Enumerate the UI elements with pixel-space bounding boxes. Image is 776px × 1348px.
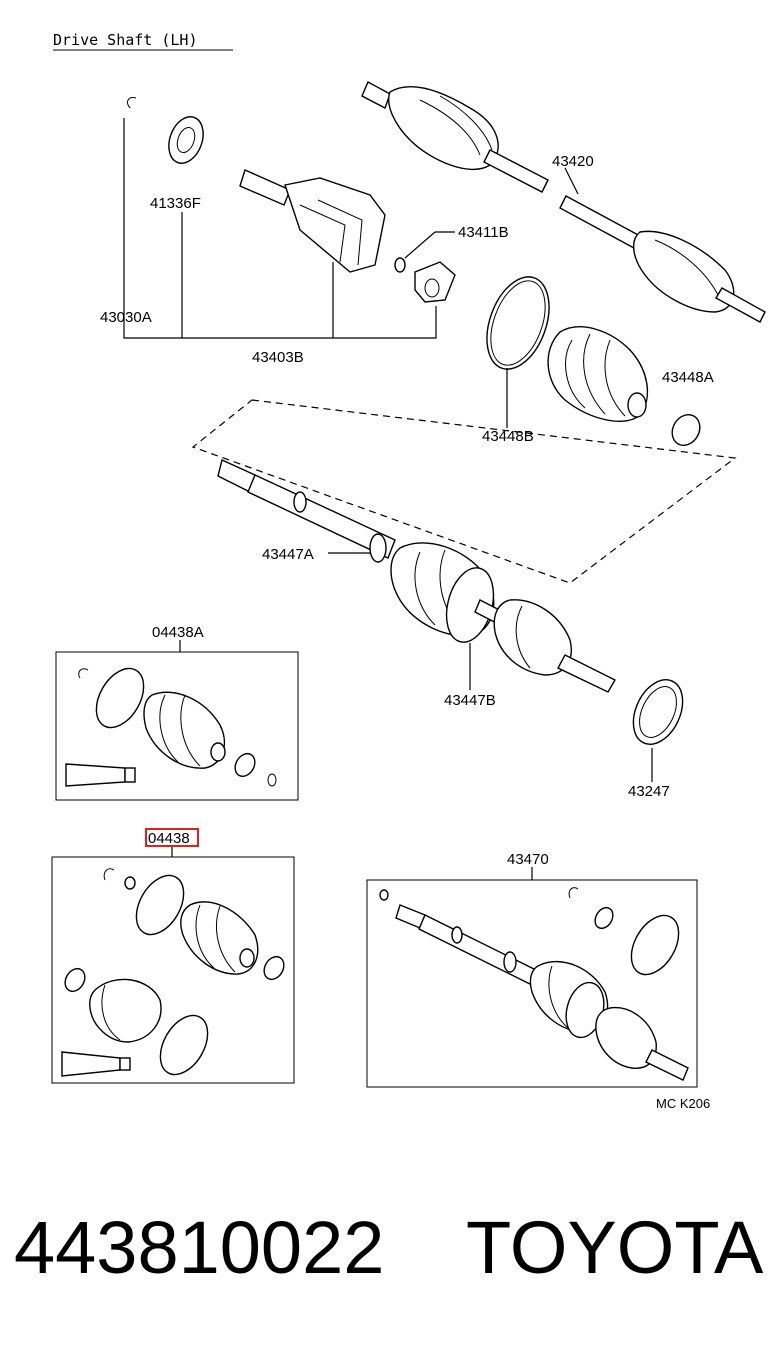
- clamp-43448A: [671, 413, 701, 447]
- diagram-title: Drive Shaft (LH): [53, 31, 198, 49]
- callout-43470: 43470: [507, 851, 549, 868]
- clamp-43448B: [486, 276, 550, 370]
- tripod-43411B: [394, 257, 456, 303]
- seal-43247: [632, 679, 684, 745]
- bracket-43403B: [123, 118, 437, 339]
- snap-ring: [127, 97, 137, 109]
- callout-43411B: 43411B: [458, 224, 509, 241]
- leader-43420: [564, 167, 579, 195]
- assembly-43470-parts: [379, 887, 689, 1081]
- callout-04438-highlight: [145, 828, 199, 847]
- callout-04438: 04438: [148, 830, 190, 847]
- callout-41336F: 41336F: [150, 195, 201, 212]
- callout-43447A: 43447A: [262, 546, 314, 563]
- callout-04438A: 04438A: [152, 624, 204, 641]
- callout-43420: 43420: [552, 153, 594, 170]
- inner-joint-43403B: [239, 169, 386, 273]
- callout-43447B: 43447B: [444, 692, 496, 709]
- kit-04438A-box: [55, 651, 299, 801]
- seal-41336F: [168, 116, 204, 164]
- upper-drive-shaft: [361, 81, 766, 323]
- lower-drive-shaft: [217, 459, 616, 693]
- callout-43448A: 43448A: [662, 369, 714, 386]
- callout-43247: 43247: [628, 783, 670, 800]
- brand-name: TOYOTA: [466, 1206, 764, 1289]
- diagram-code: MC K206: [656, 1096, 710, 1111]
- kit-04438A-parts: [65, 667, 277, 787]
- dashed-group-outline: [191, 399, 737, 584]
- leader-43411B-1: [404, 231, 436, 259]
- callout-43030A: 43030A: [100, 309, 152, 326]
- drive-shaft-diagram: Drive Shaft (LH) 43420 41336F 43411B 4: [51, 31, 766, 1111]
- part-footer: 443810022 TOYOTA: [14, 1198, 774, 1298]
- kit-04438-box: [51, 856, 295, 1084]
- callout-43403B: 43403B: [252, 349, 304, 366]
- clamp-43447A: [369, 533, 387, 563]
- part-number: 443810022: [14, 1206, 385, 1289]
- boot-upper: [547, 326, 649, 422]
- kit-04438-parts: [61, 868, 285, 1077]
- assembly-43470-box: [366, 879, 698, 1088]
